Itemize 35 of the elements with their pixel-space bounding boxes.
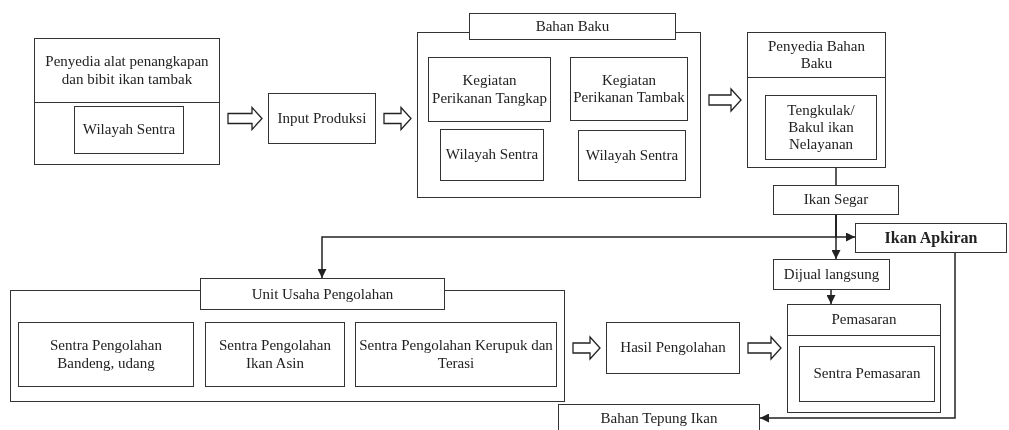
process-box: Hasil Pengolahan [606,322,740,374]
process-box: Wilayah Sentra [440,129,544,181]
container-box [787,304,941,413]
container-box [34,38,220,165]
container-box [10,278,565,402]
process-box: Sentra Pengolahan Kerupuk dan Terasi [355,322,557,387]
process-box: Sentra Pemasaran [799,346,935,402]
block-arrow [747,335,782,361]
process-box: Sentra Pengolahan Bandeng, udang [18,322,194,387]
process-box: Wilayah Sentra [578,130,686,181]
block-arrow [572,335,601,361]
process-box: Dijual langsung [773,259,890,290]
box-heading: Penyedia alat penangkapan dan bibit ikan tambak [35,39,219,103]
process-box: Kegiatan Perikanan Tambak [570,57,688,121]
box-heading: Penyedia Bahan Baku [748,33,885,78]
process-box: Sentra Pengolahan Ikan Asin [205,322,345,387]
connector-line [835,167,837,186]
process-box: Input Produksi [268,93,376,144]
box-heading: Pemasaran [788,305,940,336]
container-box [417,13,701,198]
block-arrow [383,105,412,132]
arrow [759,252,956,423]
heading-tab: Unit Usaha Pengolahan [200,278,445,310]
block-arrow [227,105,263,132]
arrow [317,214,837,279]
heading-tab: Bahan Baku [469,13,676,40]
arrow [826,289,836,305]
process-box: Tengkulak/ Bakul ikan Nelayanan [765,95,877,160]
process-box: Ikan Segar [773,185,899,215]
process-box: Ikan Apkiran [855,223,1007,253]
container-box [747,32,886,168]
block-arrow [708,87,742,113]
process-box: Wilayah Sentra [74,106,184,154]
process-box: Bahan Tepung Ikan [558,404,760,430]
process-box: Kegiatan Perikanan Tangkap [428,57,551,122]
